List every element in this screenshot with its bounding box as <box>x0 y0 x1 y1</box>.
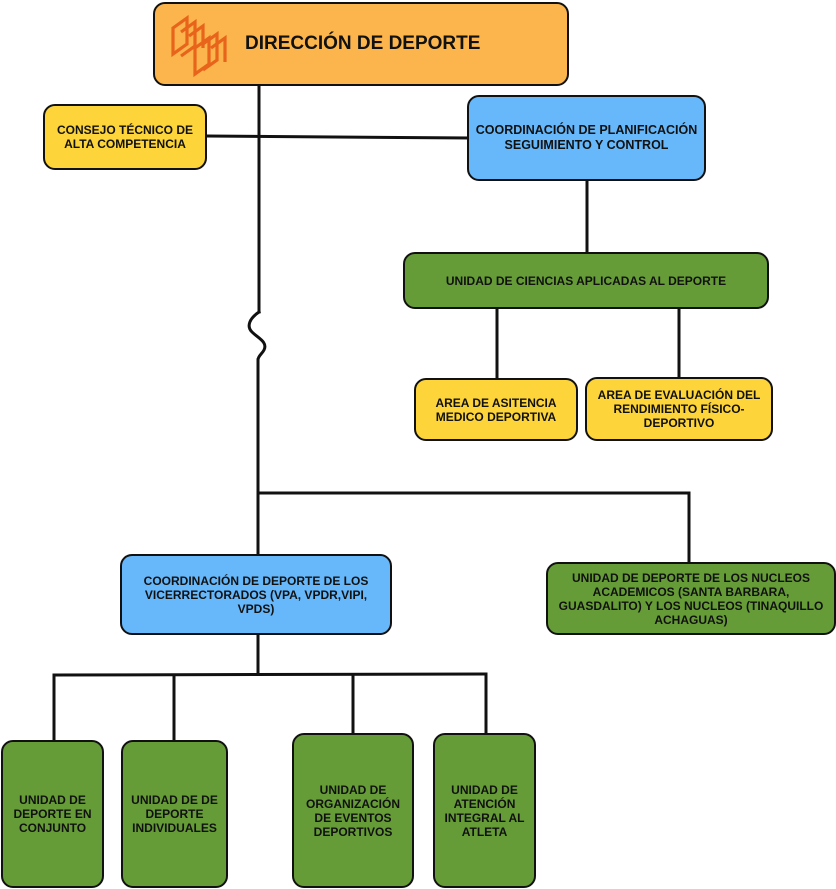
consejo-tecnico-label: CONSEJO TÉCNICO DE ALTA COMPETENCIA <box>56 123 194 151</box>
bottom-bus <box>52 672 488 677</box>
unidad-individuales-node[interactable]: UNIDAD DE DE DEPORTE INDIVIDUALES <box>121 740 228 888</box>
coordinacion-planificacion-node[interactable]: COORDINACIÓN DE PLANIFICACIÓN SEGUIMIENT… <box>467 95 706 181</box>
coordinacion-planificacion-label: COORDINACIÓN DE PLANIFICACIÓN SEGUIMIENT… <box>475 123 698 152</box>
university-logo-icon <box>171 14 227 78</box>
coordinacion-vicerrectorados-label: COORDINACIÓN DE DEPORTE DE LOS VICERRECT… <box>143 573 369 616</box>
area-asistencia-node[interactable]: AREA DE ASITENCIA MEDICO DEPORTIVA <box>414 378 578 441</box>
unidad-individuales-label: UNIDAD DE DE DEPORTE INDIVIDUALES <box>131 793 218 835</box>
area-asistencia-label: AREA DE ASITENCIA MEDICO DEPORTIVA <box>435 395 557 424</box>
consejo-tecnico-node[interactable]: CONSEJO TÉCNICO DE ALTA COMPETENCIA <box>43 104 207 170</box>
unidad-ciencias-node[interactable]: UNIDAD DE CIENCIAS APLICADAS AL DEPORTE <box>403 252 769 309</box>
nucleos-branch <box>258 491 691 565</box>
unidad-ciencias-label: UNIDAD DE CIENCIAS APLICADAS AL DEPORTE <box>445 273 727 288</box>
unidad-eventos-label: UNIDAD DE ORGANIZACIÓN DE EVENTOS DEPORT… <box>306 782 400 839</box>
unidad-conjunto-node[interactable]: UNIDAD DE DEPORTE EN CONJUNTO <box>1 740 104 888</box>
direccion-de-deporte-label: DIRECCIÓN DE DEPORTE <box>245 33 481 54</box>
coordinacion-vicerrectorados-node[interactable]: COORDINACIÓN DE DEPORTE DE LOS VICERRECT… <box>120 554 392 635</box>
direccion-de-deporte-node[interactable]: DIRECCIÓN DE DEPORTE <box>153 2 569 86</box>
trunk-break-squiggle <box>247 309 267 362</box>
area-evaluacion-node[interactable]: AREA DE EVALUACIÓN DEL RENDIMIENTO FÍSIC… <box>585 377 773 441</box>
area-evaluacion-label: AREA DE EVALUACIÓN DEL RENDIMIENTO FÍSIC… <box>597 388 761 430</box>
consejo-connector <box>205 134 471 140</box>
unidad-eventos-node[interactable]: UNIDAD DE ORGANIZACIÓN DE EVENTOS DEPORT… <box>292 733 414 888</box>
unidad-atencion-label: UNIDAD DE ATENCIÓN INTEGRAL AL ATLETA <box>444 782 525 839</box>
unidad-nucleos-label: UNIDAD DE DEPORTE DE LOS NUCLEOS ACADEMI… <box>558 570 824 627</box>
unidad-nucleos-node[interactable]: UNIDAD DE DEPORTE DE LOS NUCLEOS ACADEMI… <box>546 562 836 635</box>
unidad-atencion-node[interactable]: UNIDAD DE ATENCIÓN INTEGRAL AL ATLETA <box>433 733 536 888</box>
unidad-conjunto-label: UNIDAD DE DEPORTE EN CONJUNTO <box>13 793 92 835</box>
